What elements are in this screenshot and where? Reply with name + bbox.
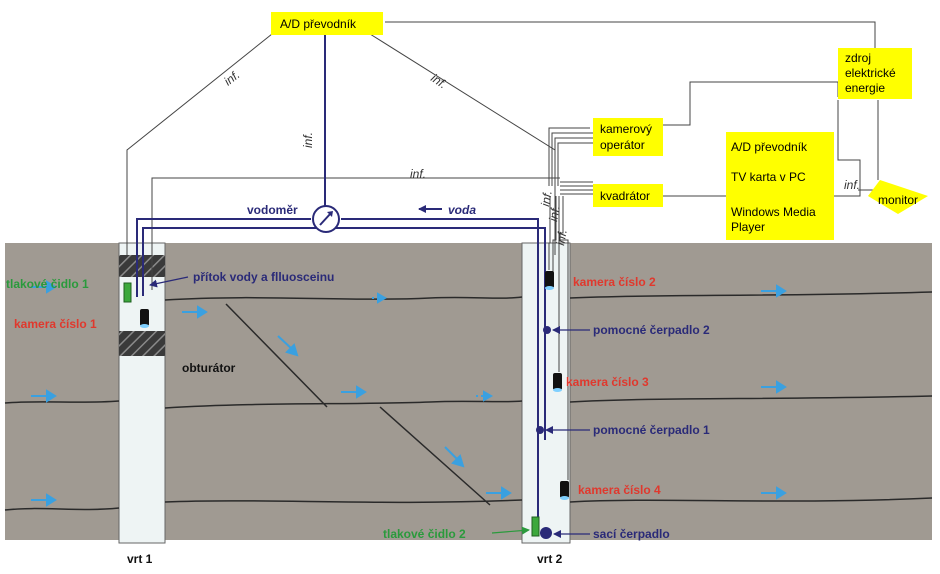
- voda-label: voda: [448, 203, 476, 217]
- pressure-sensor-1-label: tlakové čidlo 1: [6, 277, 89, 291]
- monitor-icon: monitor: [868, 180, 928, 214]
- aux-pump-1-icon: [536, 426, 544, 434]
- monitor-label: monitor: [878, 193, 918, 207]
- power-supply-line-1: zdroj: [845, 51, 871, 65]
- pc-line-2: TV karta v PC: [731, 170, 806, 184]
- camera-operator-box: kamerový operátor: [593, 118, 663, 156]
- inf-label-6: inf.: [546, 204, 563, 222]
- camera-4-label: kamera číslo 4: [578, 483, 661, 497]
- camera-1-icon: [140, 309, 149, 328]
- inf-label-1: inf.: [221, 67, 242, 88]
- inf-label-3: inf.: [301, 132, 315, 148]
- inf-label-4: inf.: [410, 167, 426, 181]
- obturator-label: obturátor: [182, 361, 236, 375]
- pressure-sensor-1: [123, 282, 132, 303]
- pritok-pointer: [149, 276, 189, 288]
- inf-label-8: inf.: [844, 178, 860, 192]
- camera-operator-line-2: operátor: [600, 138, 645, 152]
- vodomer-icon: [312, 205, 340, 233]
- borehole-2-label: vrt 2: [537, 552, 563, 566]
- camera-4-icon: [560, 481, 569, 500]
- ad-converter-top-box: A/D převodník: [271, 12, 383, 35]
- aux-pump-2-label: pomocné čerpadlo 2: [593, 323, 710, 337]
- camera-3-label: kamera číslo 3: [566, 375, 649, 389]
- aux-pump-2-icon: [543, 326, 551, 334]
- pressure-sensor-2-label: tlakové čidlo 2: [383, 527, 466, 541]
- strata-lines: [4, 291, 933, 511]
- camera-3-icon: [553, 373, 562, 392]
- ground-right: [570, 243, 932, 540]
- suction-pump-icon: [540, 527, 552, 539]
- pc-line-1: A/D převodník: [731, 140, 808, 154]
- camera-1-label: kamera číslo 1: [14, 317, 97, 331]
- packer-lower: [119, 331, 165, 356]
- pressure-sensor-2: [531, 516, 540, 537]
- aux-pump-1-label: pomocné čerpadlo 1: [593, 423, 710, 437]
- sensor2-pointer: [491, 526, 530, 535]
- vodomer-label: vodoměr: [247, 203, 298, 217]
- suction-pump-label: sací čerpadlo: [593, 527, 670, 541]
- ad-converter-top-label: A/D převodník: [280, 17, 357, 31]
- power-supply-line-3: energie: [845, 81, 885, 95]
- borehole-1-label: vrt 1: [127, 552, 153, 566]
- ground-left: [5, 243, 119, 540]
- pc-box: A/D převodník TV karta v PC Windows Medi…: [726, 132, 834, 240]
- quad-box: kvadrátor: [593, 184, 663, 207]
- pc-line-3: Windows Media: [731, 205, 816, 219]
- quad-label: kvadrátor: [600, 189, 650, 203]
- power-supply-line-2: elektrické: [845, 66, 896, 80]
- inf-label-7: inf.: [553, 228, 570, 246]
- pc-line-4: Player: [731, 220, 765, 234]
- inf-label-5: inf.: [538, 189, 555, 207]
- inf-label-2: inf.: [428, 71, 449, 92]
- inf-labels: inf. inf. inf. inf. inf. inf. inf. inf.: [221, 67, 860, 246]
- inflow-label: přítok vody a flluosceinu: [193, 270, 334, 284]
- camera-2-label: kamera číslo 2: [573, 275, 656, 289]
- camera-2-icon: [545, 271, 554, 290]
- flow-arrows: [31, 280, 787, 507]
- power-supply-box: zdroj elektrické energie: [838, 48, 912, 99]
- navy-pipes: [136, 33, 546, 530]
- camera-operator-line-1: kamerový: [600, 122, 652, 136]
